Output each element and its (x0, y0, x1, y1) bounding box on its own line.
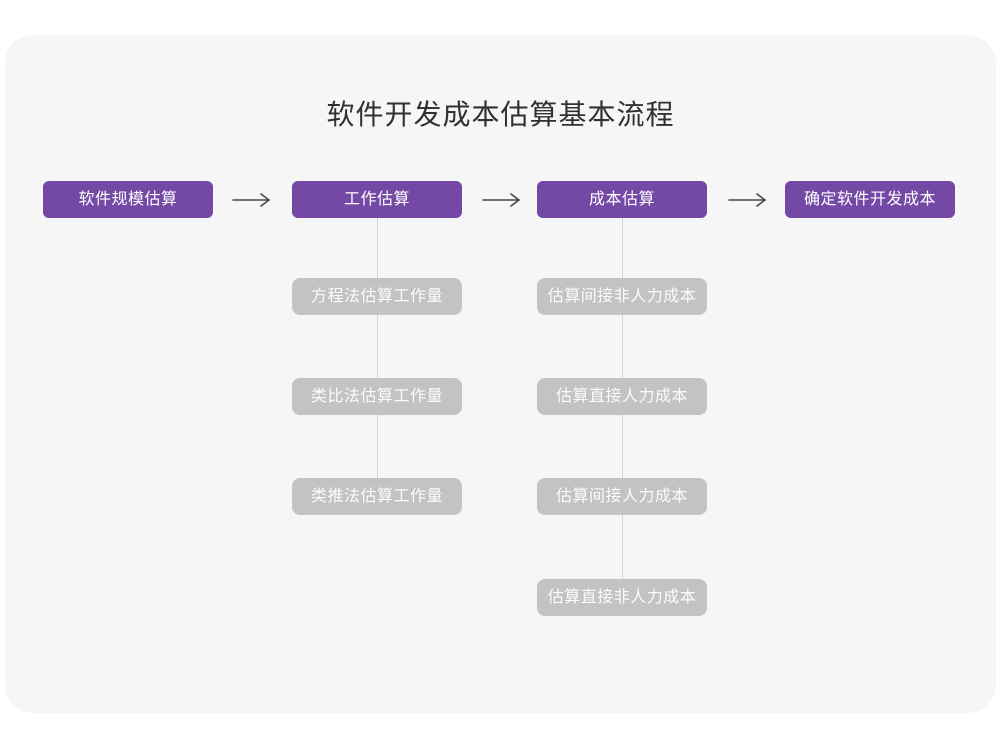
sub-node-indirect-non-labor-cost: 估算间接非人力成本 (537, 278, 707, 315)
sub-node-analogy-method: 类比法估算工作量 (292, 378, 462, 415)
sub-node-direct-labor-cost: 估算直接人力成本 (537, 378, 707, 415)
flow-node-cost-estimation: 成本估算 (537, 181, 707, 218)
arrow-right-icon (728, 192, 768, 208)
connector-line-work-column (377, 218, 378, 478)
arrow-right-icon (232, 192, 272, 208)
flow-node-work-estimation: 工作估算 (292, 181, 462, 218)
flow-node-determine-development-cost: 确定软件开发成本 (785, 181, 955, 218)
sub-node-equation-method: 方程法估算工作量 (292, 278, 462, 315)
flowchart-card: 软件开发成本估算基本流程 软件规模估算 工作估算 成本估算 (5, 35, 996, 713)
flow-node-software-scale-estimation: 软件规模估算 (43, 181, 213, 218)
diagram-title: 软件开发成本估算基本流程 (326, 99, 675, 130)
sub-node-indirect-labor-cost: 估算间接人力成本 (537, 478, 707, 515)
arrow-right-icon (482, 192, 522, 208)
sub-node-direct-non-labor-cost: 估算直接非人力成本 (537, 579, 707, 616)
sub-node-inference-method: 类推法估算工作量 (292, 478, 462, 515)
